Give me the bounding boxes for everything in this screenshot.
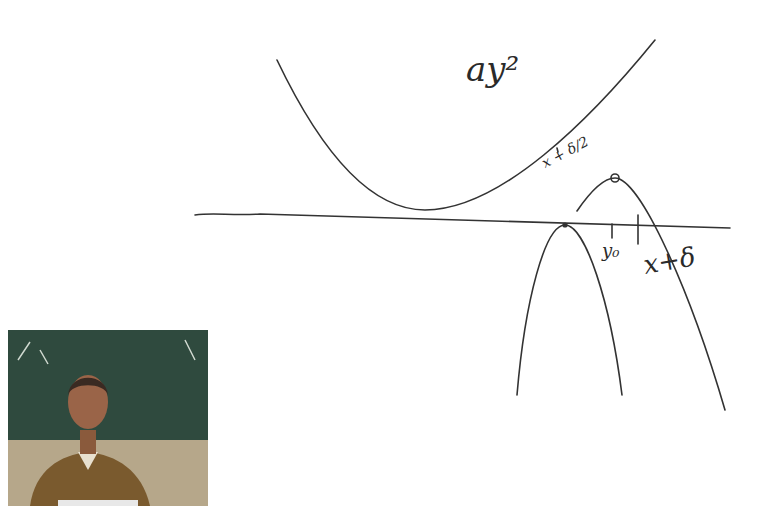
shifted-inverted-parabola <box>577 178 725 410</box>
tick-mark <box>637 215 639 244</box>
peak-dot <box>563 223 567 227</box>
axis-value-label: x+δ <box>641 243 697 278</box>
tick-mark <box>611 224 613 238</box>
inverted-parabola <box>517 225 622 395</box>
curve-label: ay² <box>466 52 519 86</box>
axis-value-label: y₀ <box>602 242 619 260</box>
peak-marker <box>611 174 619 182</box>
point-label: x + δ/2 <box>539 134 590 170</box>
webcam-inset <box>8 330 208 506</box>
upward-parabola <box>277 40 655 210</box>
